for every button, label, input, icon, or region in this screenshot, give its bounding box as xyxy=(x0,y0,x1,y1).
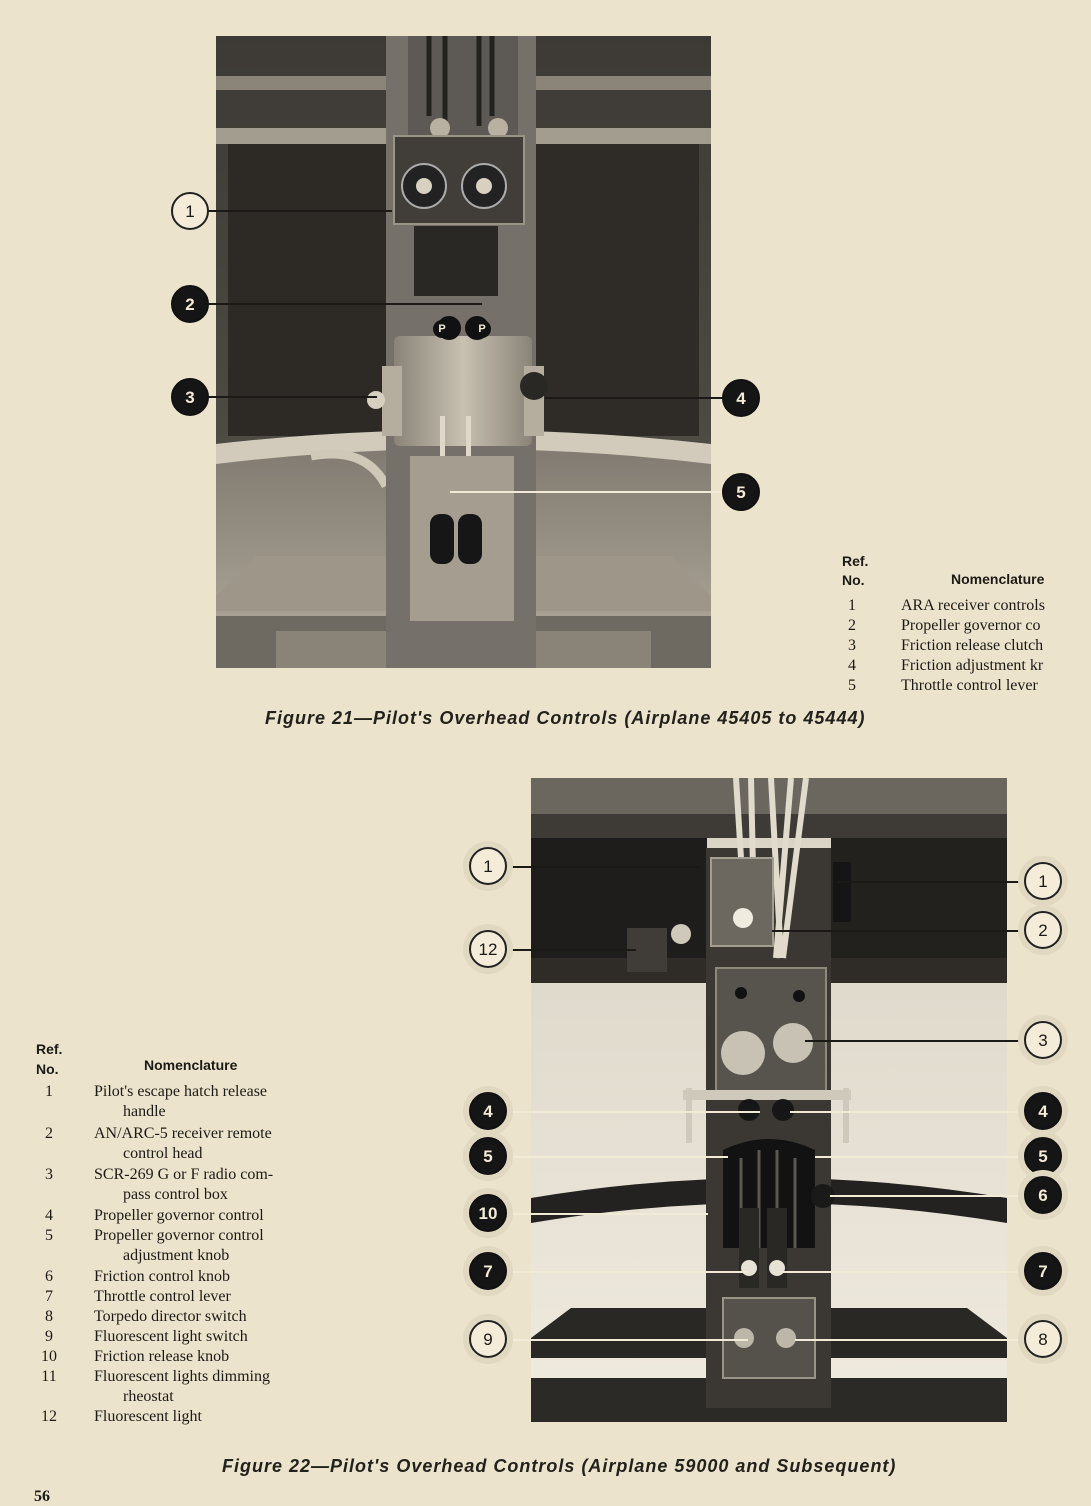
callout-7-left: 7 xyxy=(469,1252,507,1290)
legend-ref-heading: Ref. xyxy=(36,1041,63,1057)
legend-ref-heading: Ref. xyxy=(842,553,869,569)
callout-1-left: 1 xyxy=(469,847,507,885)
figure-21-caption: Figure 21—Pilot's Overhead Controls (Air… xyxy=(265,708,866,728)
callout-2-right: 2 xyxy=(1024,911,1062,949)
legend-row-number: 11 xyxy=(41,1368,57,1385)
legend-row-text: Propeller governor control xyxy=(94,1207,264,1224)
propeller-placard-left: P xyxy=(433,320,451,338)
legend-row-number: 3 xyxy=(848,637,856,654)
legend-row-text: Fluorescent lights dimming xyxy=(94,1368,270,1385)
callout-12-leader xyxy=(508,949,636,951)
figure-22-legend: Ref. No. Nomenclature 1 Pilot's escape h… xyxy=(34,1040,364,1430)
legend-row-number: 2 xyxy=(848,617,856,634)
propeller-placard-right: P xyxy=(473,320,491,338)
legend-row-number: 9 xyxy=(45,1328,53,1345)
callout-3-right: 3 xyxy=(1024,1021,1062,1059)
legend-nomenclature-heading: Nomenclature xyxy=(144,1057,238,1073)
callout-5-leader xyxy=(450,491,725,493)
legend-row-text: Friction adjustment kr xyxy=(901,657,1044,674)
legend-row-text: Fluorescent light switch xyxy=(94,1328,248,1345)
callout-1-right: 1 xyxy=(1024,862,1062,900)
figure-22-caption: Figure 22—Pilot's Overhead Controls (Air… xyxy=(222,1456,897,1476)
legend-row-number: 5 xyxy=(45,1227,53,1244)
legend-row-text: Throttle control lever xyxy=(901,677,1038,694)
callout-4-right-leader xyxy=(790,1111,1025,1113)
legend-row-text: rheostat xyxy=(123,1388,174,1405)
callout-5-left-leader xyxy=(508,1156,728,1158)
callout-2: 2 xyxy=(171,285,209,323)
legend-row-number: 8 xyxy=(45,1308,53,1325)
legend-row-number: 1 xyxy=(848,597,856,614)
callout-4-left: 4 xyxy=(469,1092,507,1130)
legend-no-heading: No. xyxy=(842,572,865,588)
legend-row-text: Throttle control lever xyxy=(94,1288,231,1305)
legend-row-text: Torpedo director switch xyxy=(94,1308,247,1325)
callout-10: 10 xyxy=(469,1194,507,1232)
legend-no-heading: No. xyxy=(36,1061,59,1077)
legend-nomenclature-heading: Nomenclature xyxy=(951,571,1045,587)
legend-row-text: Propeller governor control xyxy=(94,1227,264,1244)
callout-7-left-leader xyxy=(508,1271,748,1273)
legend-row-text: control head xyxy=(123,1145,203,1162)
legend-row-number: 2 xyxy=(45,1125,53,1142)
legend-row-text: handle xyxy=(123,1103,166,1120)
callout-9-leader xyxy=(508,1339,748,1341)
legend-row-text: Pilot's escape hatch release xyxy=(94,1083,268,1100)
callout-3-leader xyxy=(207,396,377,398)
legend-row-text: SCR-269 G or F radio com- xyxy=(94,1166,274,1183)
callout-8-right-leader xyxy=(795,1339,1025,1341)
callout-7-right-leader xyxy=(780,1271,1025,1273)
callout-5: 5 xyxy=(722,473,760,511)
legend-row-number: 4 xyxy=(848,657,856,674)
callout-7-right: 7 xyxy=(1024,1252,1062,1290)
callout-9: 9 xyxy=(469,1320,507,1358)
legend-row-text: pass control box xyxy=(123,1186,228,1203)
legend-row-text: Friction control knob xyxy=(94,1268,230,1285)
callout-4-left-leader xyxy=(508,1111,760,1113)
callout-12: 12 xyxy=(469,930,507,968)
callout-5-right: 5 xyxy=(1024,1137,1062,1175)
overhead-controls-photo-2 xyxy=(531,778,1007,1422)
legend-row-text: ARA receiver controls xyxy=(901,597,1045,614)
legend-row-number: 4 xyxy=(45,1207,53,1224)
figure-21-legend: Ref. No. Nomenclature 1 ARA receiver con… xyxy=(840,552,1091,702)
callout-2-right-leader xyxy=(772,930,1025,932)
legend-row-text: adjustment knob xyxy=(123,1247,230,1264)
callout-4: 4 xyxy=(722,379,760,417)
callout-1-leader xyxy=(207,210,392,212)
callout-10-leader xyxy=(508,1213,708,1215)
callout-5-right-leader xyxy=(815,1156,1025,1158)
callout-4-right: 4 xyxy=(1024,1092,1062,1130)
callout-8-right: 8 xyxy=(1024,1320,1062,1358)
figure-22-photo xyxy=(531,778,1007,1422)
overhead-controls-photo-1 xyxy=(216,36,711,668)
legend-row-text: AN/ARC-5 receiver remote xyxy=(94,1125,272,1142)
callout-3-right-leader xyxy=(805,1040,1025,1042)
callout-5-left: 5 xyxy=(469,1137,507,1175)
callout-1: 1 xyxy=(171,192,209,230)
legend-row-number: 7 xyxy=(45,1288,53,1305)
callout-1-left-leader xyxy=(508,866,700,868)
legend-row-number: 5 xyxy=(848,677,856,694)
legend-row-number: 6 xyxy=(45,1268,53,1285)
legend-row-number: 1 xyxy=(45,1083,53,1100)
legend-row-number: 3 xyxy=(45,1166,53,1183)
callout-1-right-leader xyxy=(838,881,1025,883)
callout-6-right-leader xyxy=(830,1195,1025,1197)
figure-21-photo xyxy=(216,36,711,668)
callout-6-right: 6 xyxy=(1024,1176,1062,1214)
legend-row-text: Propeller governor co xyxy=(901,617,1041,634)
legend-row-text: Friction release knob xyxy=(94,1348,230,1365)
callout-3: 3 xyxy=(171,378,209,416)
callout-4-leader xyxy=(545,397,725,399)
legend-row-text: Fluorescent light xyxy=(94,1408,202,1425)
legend-row-number: 10 xyxy=(41,1348,57,1365)
callout-2-leader xyxy=(207,303,482,305)
legend-row-number: 12 xyxy=(41,1408,57,1425)
legend-row-text: Friction release clutch xyxy=(901,637,1044,654)
page-number: 56 xyxy=(34,1488,50,1505)
